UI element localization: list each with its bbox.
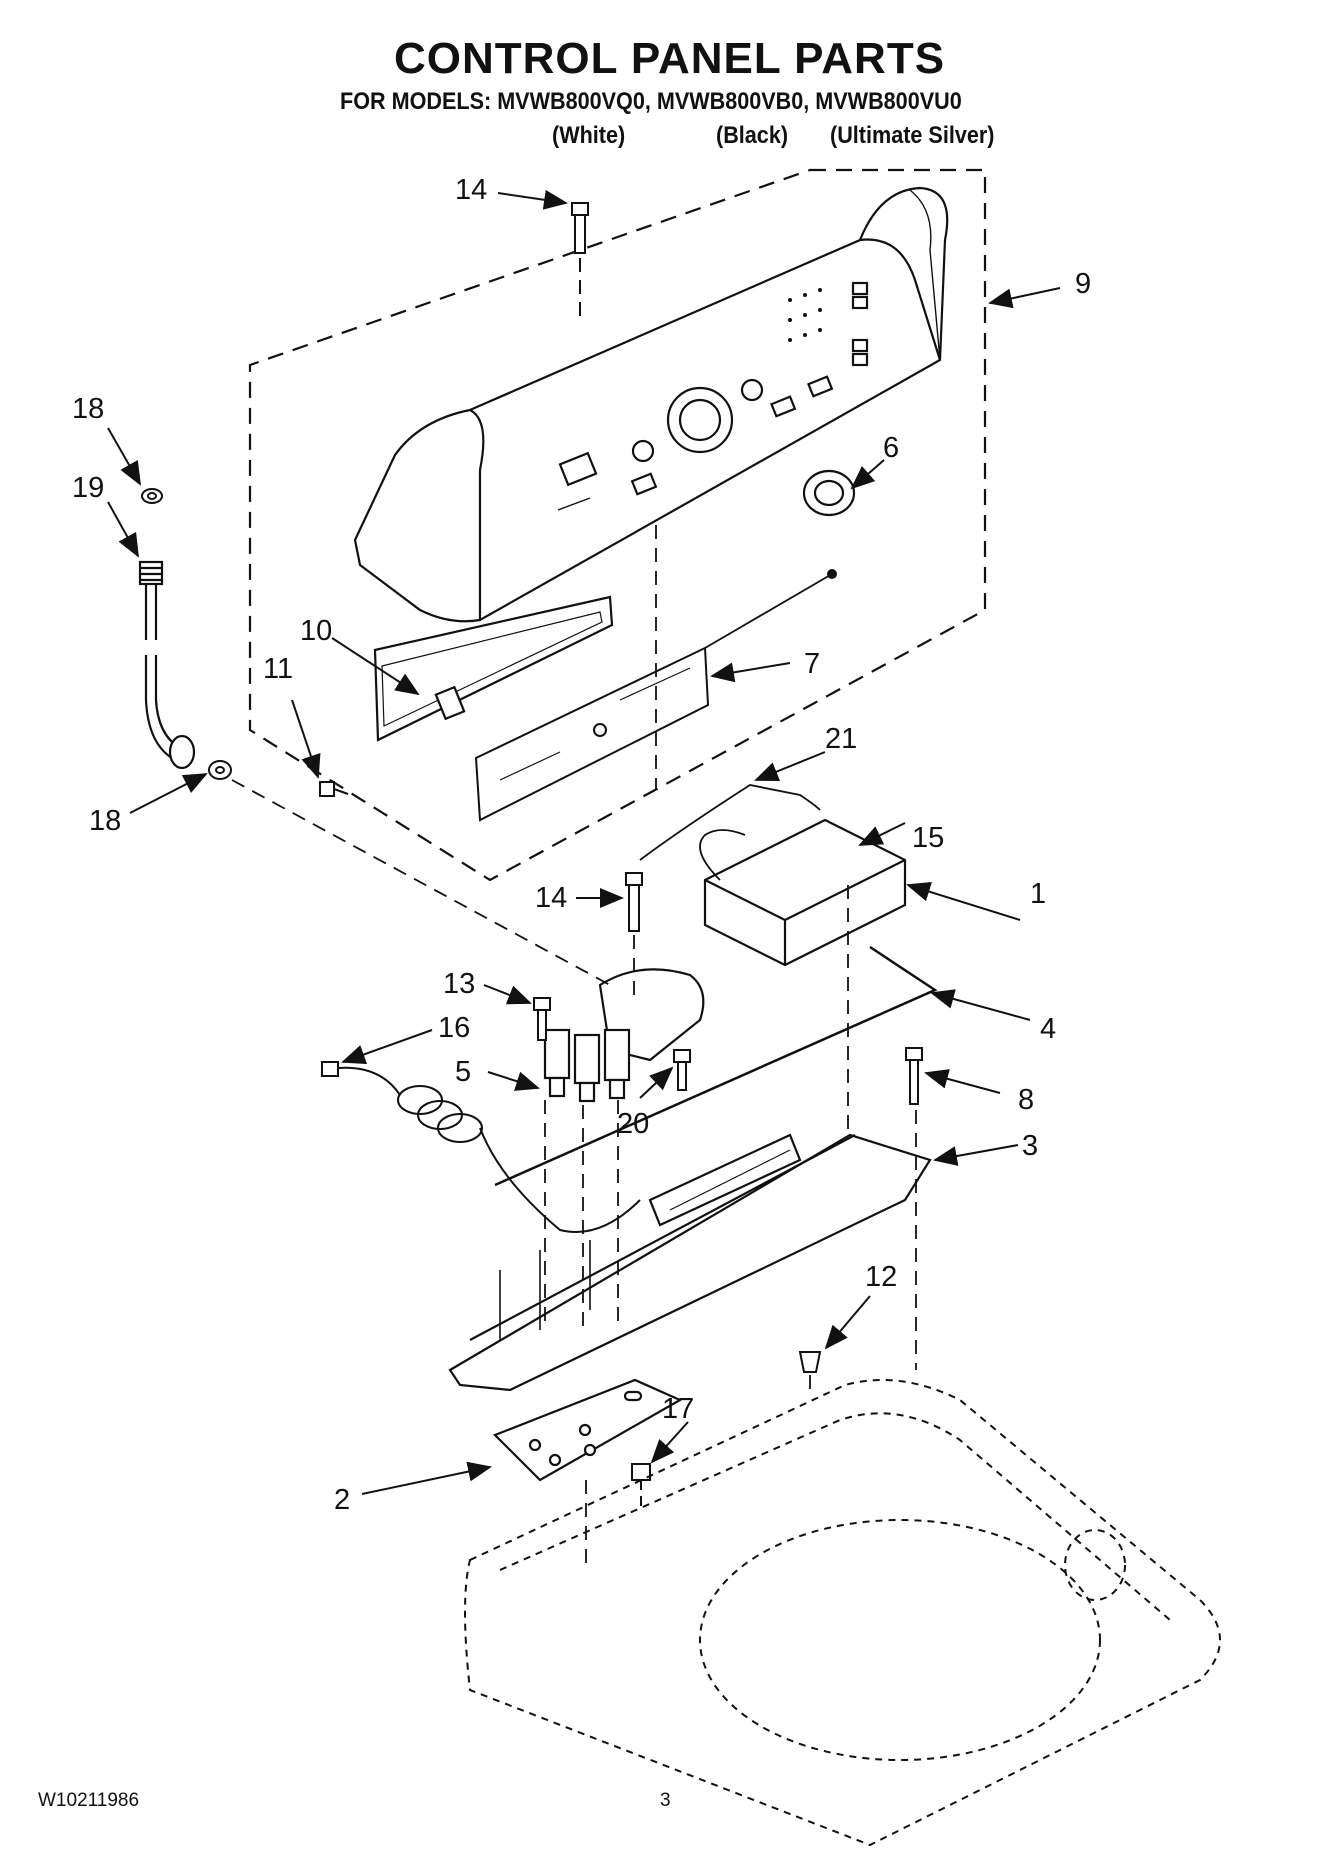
arrow-17 [650, 1421, 689, 1464]
callout-label: 6 [883, 432, 899, 464]
callout-label: 14 [455, 174, 487, 206]
callout-label: 19 [72, 472, 104, 504]
indicator-dots [788, 288, 822, 342]
callout-label: 14 [535, 882, 567, 914]
arrow-13 [483, 984, 532, 1005]
arrow-18-top [107, 427, 141, 486]
color-label-white: (White) [552, 122, 626, 149]
arrow-14-top [497, 189, 568, 210]
clip-part-17 [631, 1463, 651, 1510]
callout-label: 5 [455, 1056, 471, 1088]
screw-part-8 [905, 1047, 923, 1105]
dashed-group-outline [248, 168, 987, 882]
washer-part-18-bottom [208, 760, 232, 780]
callout-label: 16 [438, 1012, 470, 1044]
plate-part-2 [493, 1378, 683, 1482]
hose-part-19 [138, 560, 196, 770]
arrow-21 [754, 751, 826, 781]
assembly-guide-lines [231, 525, 917, 1570]
arrow-11 [291, 699, 321, 779]
screw-part-13 [533, 997, 551, 1041]
top-cover-outline [464, 1379, 1221, 1847]
callout-label: 18 [89, 805, 121, 837]
color-label-black: (Black) [716, 122, 789, 149]
screw-part-11 [319, 781, 349, 797]
arrow-9 [988, 287, 1061, 309]
callout-label: 10 [300, 615, 332, 647]
light-pipe-end [827, 569, 837, 579]
color-label-silver: (Ultimate Silver) [830, 122, 995, 149]
knob-part-6 [802, 469, 856, 517]
arrow-19 [107, 501, 139, 558]
screw-part-14-middle [625, 872, 643, 932]
arrow-1 [906, 882, 1021, 921]
arrow-6 [850, 459, 885, 490]
callout-label: 1 [1030, 878, 1046, 910]
ui-housing-part-10 [373, 595, 614, 742]
callout-label: 3 [1022, 1130, 1038, 1162]
callout-label: 11 [263, 653, 293, 685]
washer-part-18-top [141, 488, 163, 504]
page-number: 3 [660, 1790, 671, 1811]
callout-label: 17 [662, 1393, 694, 1425]
main-control-part-1 [699, 818, 907, 967]
screw-part-20 [673, 1049, 691, 1091]
callout-label: 13 [443, 968, 475, 1000]
screw-part-14-top [571, 202, 589, 320]
callout-label: 4 [1040, 1013, 1056, 1045]
light-pipe-part-7 [704, 573, 833, 649]
arrow-16 [341, 1029, 433, 1064]
model-list: FOR MODELS: MVWB800VQ0, MVWB800VB0, MVWB… [340, 88, 962, 115]
document-number: W10211986 [38, 1790, 140, 1811]
console-part-9 [353, 186, 949, 623]
callout-label: 8 [1018, 1084, 1034, 1116]
water-valve-part-5 [543, 968, 705, 1103]
clip-part-12 [798, 1351, 822, 1373]
console-base-part-3 [448, 1133, 932, 1392]
arrow-7 [710, 662, 791, 683]
page-title: CONTROL PANEL PARTS [393, 34, 946, 83]
arrow-8 [924, 1069, 1001, 1094]
callout-label: 20 [617, 1108, 649, 1140]
callout-label: 12 [865, 1261, 897, 1293]
arrow-10 [331, 637, 420, 696]
callout-label: 7 [804, 648, 820, 680]
callout-label: 15 [912, 822, 944, 854]
arrow-4 [930, 989, 1031, 1021]
callout-label: 2 [334, 1484, 350, 1516]
arrow-12 [824, 1295, 871, 1350]
arrow-5 [487, 1071, 540, 1091]
arrow-20 [639, 1066, 674, 1099]
arrow-18-bottom [129, 773, 208, 814]
arrow-2 [361, 1461, 492, 1495]
callout-label: 18 [72, 393, 104, 425]
arrow-15 [858, 822, 906, 846]
callout-label: 21 [825, 723, 857, 755]
harness-part-21 [639, 784, 821, 861]
arrow-3 [933, 1144, 1019, 1166]
control-board-part-7 [474, 646, 710, 822]
callout-label: 9 [1075, 268, 1091, 300]
power-cord-part-16 [321, 1061, 641, 1233]
